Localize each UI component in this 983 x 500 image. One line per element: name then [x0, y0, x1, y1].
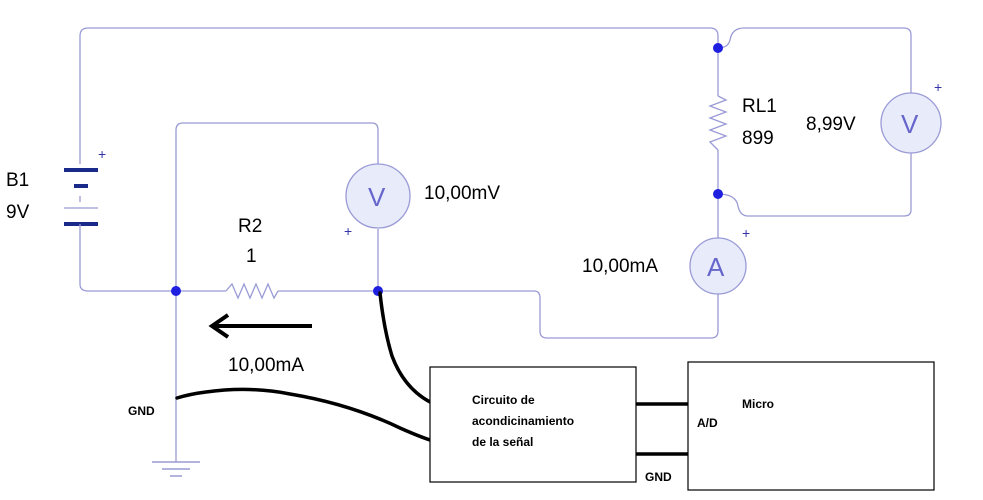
battery-value: 9V: [6, 202, 30, 223]
ground-symbol: GND: [128, 404, 200, 477]
ammeter: A + 10,00mA: [582, 225, 750, 295]
voltmeter-rl1: V + 8,99V: [806, 79, 942, 154]
voltmeter-r2-reading: 10,00mV: [424, 183, 500, 204]
ammeter-glyph: A: [707, 252, 725, 282]
micro-title: Micro: [742, 397, 774, 411]
wire-top: [79, 27, 719, 128]
current-arrow-reading: 10,00mA: [228, 355, 304, 376]
voltmeter-r2-plus: +: [344, 223, 352, 239]
wire-vm-r2-top: [175, 122, 379, 291]
ammeter-reading: 10,00mA: [582, 256, 658, 277]
voltmeter-rl1-reading: 8,99V: [806, 114, 856, 135]
battery-plus-sign: +: [98, 146, 106, 162]
ground-label: GND: [128, 404, 155, 418]
wire-to-ammeter: [378, 290, 719, 339]
battery-name: B1: [6, 170, 29, 191]
conditioning-circuit-box: Circuito de acondicinamiento de la señal: [429, 366, 637, 483]
battery-b1: + B1 9V: [6, 128, 106, 228]
micro-ad-label: A/D: [697, 416, 718, 430]
micro-gnd-label: GND: [645, 470, 672, 484]
wire-battery-bottom: [79, 228, 176, 292]
wire-vm-rl1-top: [717, 27, 912, 93]
wire-vm-rl1-bottom: [717, 153, 912, 217]
conditioning-line2: acondicinamiento: [472, 414, 574, 428]
wires: [79, 27, 912, 458]
node-rl1-top: [713, 43, 723, 53]
voltmeter-r2: V + 10,00mV: [344, 163, 500, 239]
rl1-value: 899: [742, 128, 774, 149]
rl1-name: RL1: [742, 96, 777, 117]
resistor-rl1: RL1 899: [708, 95, 777, 151]
r2-value: 1: [246, 246, 257, 267]
ammeter-plus: +: [742, 225, 750, 241]
connection-node-to-conditioning: [378, 291, 432, 404]
connection-gnd-to-conditioning: [175, 387, 432, 442]
node-left: [171, 286, 181, 296]
conditioning-line1: Circuito de: [472, 393, 535, 407]
micro-box: Micro A/D GND: [645, 361, 935, 491]
voltmeter-r2-glyph: V: [368, 182, 386, 212]
resistor-r2: R2 1: [225, 216, 279, 300]
current-arrow: 10,00mA: [208, 313, 312, 376]
node-rl1-bottom: [713, 189, 723, 199]
voltmeter-rl1-glyph: V: [901, 109, 919, 139]
r2-name: R2: [238, 216, 262, 237]
signal-connections: [175, 291, 692, 456]
conditioning-line3: de la señal: [472, 435, 533, 449]
voltmeter-rl1-plus: +: [934, 79, 942, 95]
